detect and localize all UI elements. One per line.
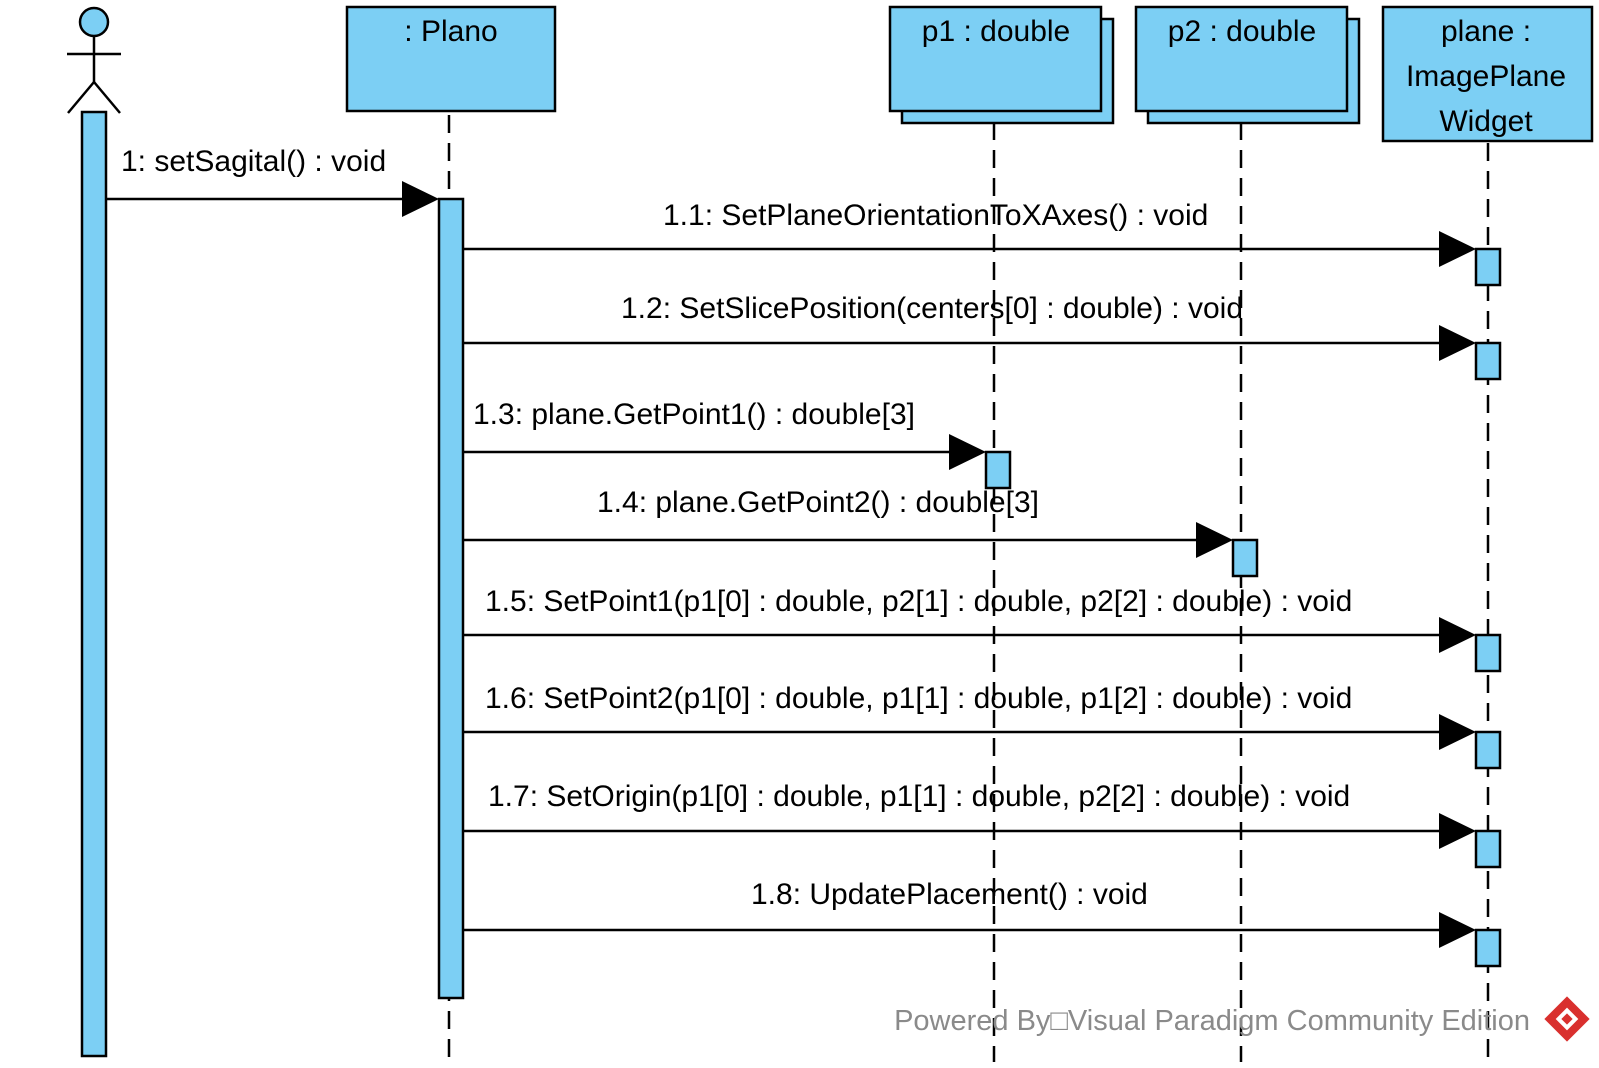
visual-paradigm-logo-icon	[1544, 996, 1590, 1042]
activation-plane-1-5	[1474, 633, 1502, 673]
message-1-6[interactable]: 1.6: SetPoint2(p1[0] : double, p1[1] : d…	[463, 682, 1476, 750]
arrowhead-icon	[1439, 714, 1476, 750]
arrowhead-icon	[1196, 522, 1233, 558]
activation-plane-1-2	[1474, 341, 1502, 381]
activations	[80, 110, 1502, 1058]
message-1-3[interactable]: 1.3: plane.GetPoint1() : double[3]	[463, 398, 986, 470]
lifeline-label-p2: p2 : double	[1168, 15, 1316, 48]
activation-p1-1-3	[984, 450, 1012, 490]
lifeline-label-plane-line3: Widget	[1439, 105, 1533, 138]
message-label-1-6: 1.6: SetPoint2(p1[0] : double, p1[1] : d…	[485, 682, 1352, 715]
message-label-1-4: 1.4: plane.GetPoint2() : double[3]	[597, 486, 1039, 519]
watermark: Powered By□Visual Paradigm Community Edi…	[894, 996, 1590, 1042]
message-label-1-7: 1.7: SetOrigin(p1[0] : double, p1[1] : d…	[488, 780, 1350, 813]
message-1-1[interactable]: 1.1: SetPlaneOrientationToXAxes() : void	[463, 199, 1476, 267]
message-label-1-5: 1.5: SetPoint1(p1[0] : double, p2[1] : d…	[485, 585, 1352, 618]
message-1-7[interactable]: 1.7: SetOrigin(p1[0] : double, p1[1] : d…	[463, 780, 1476, 849]
activation-plane-1-8	[1474, 928, 1502, 968]
lifeline-label-plano: : Plano	[404, 15, 497, 48]
message-1-8[interactable]: 1.8: UpdatePlacement() : void	[463, 878, 1476, 948]
arrowhead-icon	[1439, 912, 1476, 948]
arrowhead-icon	[1439, 325, 1476, 361]
arrowhead-icon	[402, 181, 439, 217]
message-1-4[interactable]: 1.4: plane.GetPoint2() : double[3]	[463, 486, 1233, 558]
message-label-1-3: 1.3: plane.GetPoint1() : double[3]	[473, 398, 915, 431]
message-1-2[interactable]: 1.2: SetSlicePosition(centers[0] : doubl…	[463, 292, 1476, 361]
actor-right-leg	[93, 81, 121, 114]
arrowhead-icon	[1439, 813, 1476, 849]
activation-plane-1-6	[1474, 730, 1502, 770]
lifeline-head-plano[interactable]: : Plano	[345, 5, 557, 113]
lifeline-label-plane-line1: plane :	[1441, 15, 1531, 48]
lifeline-head-p2[interactable]: p2 : double	[1134, 5, 1361, 125]
actor-head	[78, 6, 110, 38]
arrowhead-icon	[1439, 617, 1476, 653]
actor-stick-figure-icon[interactable]	[67, 6, 121, 114]
actor-left-leg	[67, 81, 95, 114]
lifeline-label-p1: p1 : double	[922, 15, 1070, 48]
lifeline-head-p1[interactable]: p1 : double	[888, 5, 1115, 125]
arrowhead-icon	[1439, 231, 1476, 267]
activation-plane-1-1	[1474, 247, 1502, 287]
lifeline-head-plane[interactable]: plane : ImagePlane Widget	[1381, 5, 1594, 143]
activation-actor	[80, 110, 108, 1058]
activation-plano	[437, 197, 465, 1000]
message-label-1-2: 1.2: SetSlicePosition(centers[0] : doubl…	[621, 292, 1243, 325]
lifeline-label-plane-line2: ImagePlane	[1406, 60, 1566, 93]
message-label-1-1: 1.1: SetPlaneOrientationToXAxes() : void	[663, 199, 1208, 232]
arrowhead-icon	[949, 434, 986, 470]
watermark-text: Powered By□Visual Paradigm Community Edi…	[894, 1005, 1530, 1037]
message-label-1: 1: setSagital() : void	[121, 145, 386, 178]
message-label-1-8: 1.8: UpdatePlacement() : void	[751, 878, 1148, 911]
activation-p2-1-4	[1231, 538, 1259, 578]
message-1-5[interactable]: 1.5: SetPoint1(p1[0] : double, p2[1] : d…	[463, 585, 1476, 653]
message-1[interactable]: 1: setSagital() : void	[106, 145, 439, 217]
activation-plane-1-7	[1474, 829, 1502, 869]
